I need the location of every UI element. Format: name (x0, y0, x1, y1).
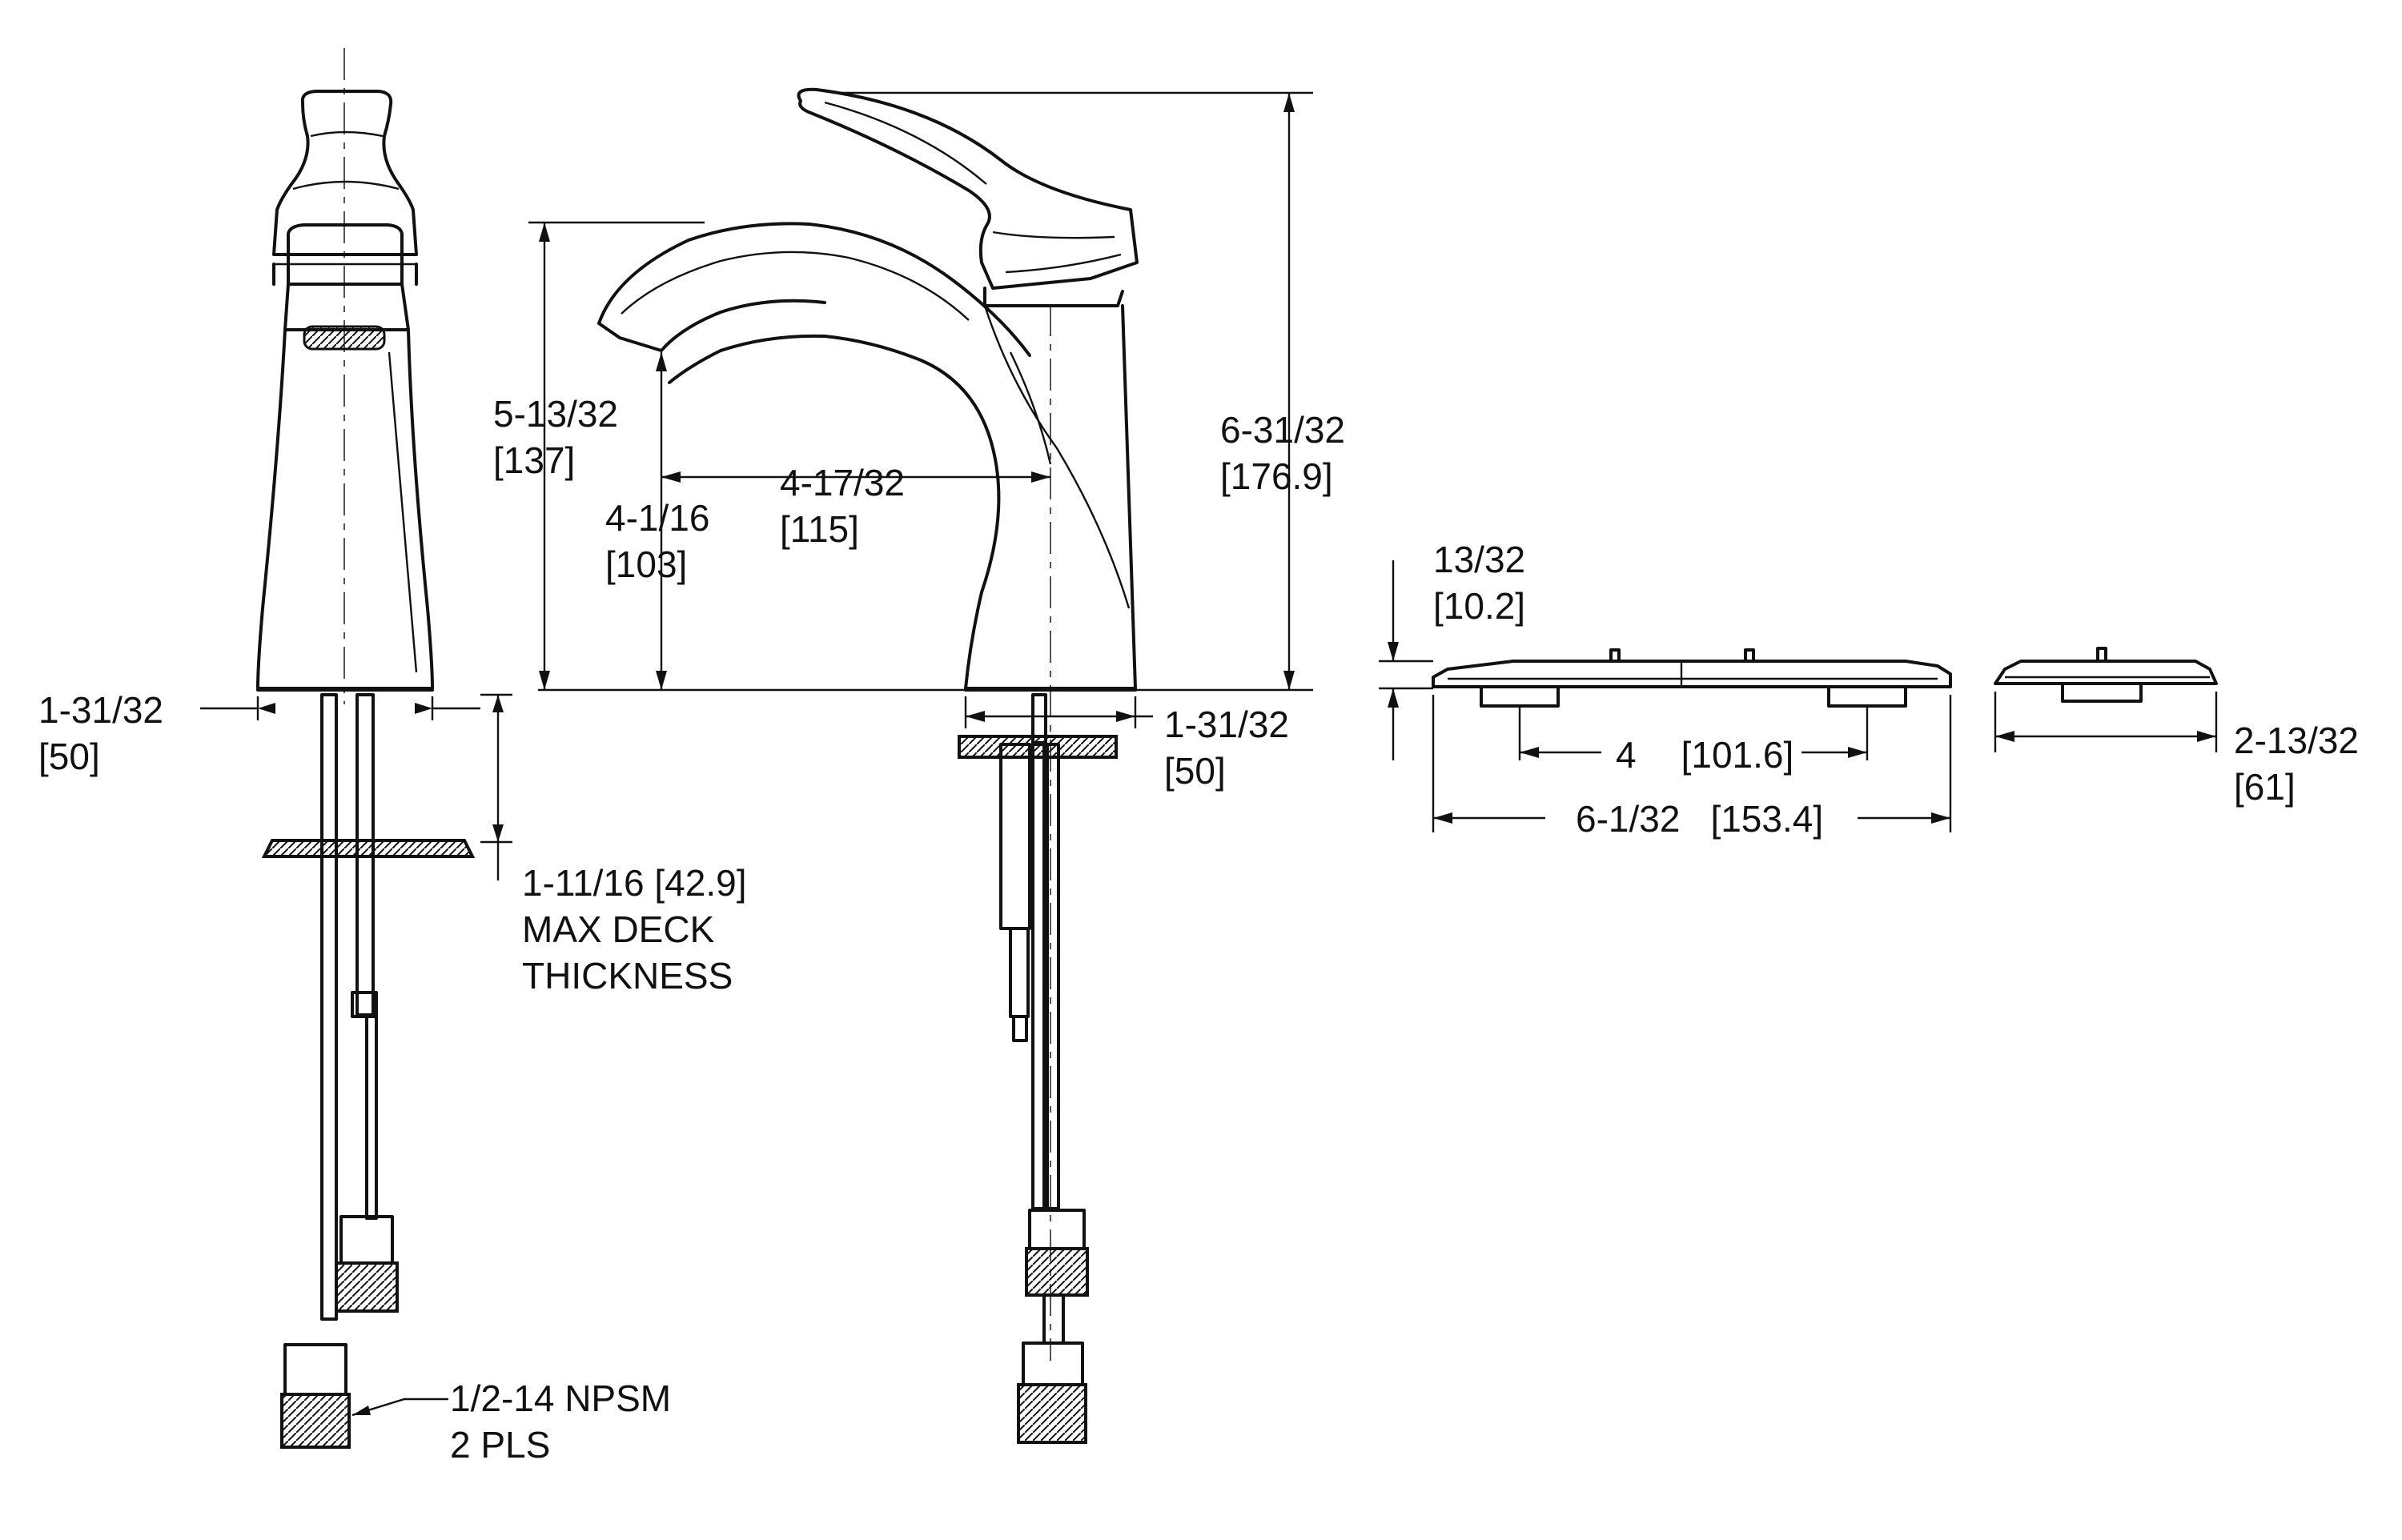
overall-height-label: 6-31/32 [176.9] (1220, 409, 1346, 497)
plate-length-label: 6-1/32[153.4] (1576, 798, 1824, 840)
plate-centers-label: 4[101.6] (1616, 734, 1794, 776)
spout-reach-label: 4-17/32 [115] (780, 462, 906, 550)
front-base-width-label: 1-31/32 [50] (38, 689, 164, 777)
side-dimension-lines (528, 91, 1313, 728)
deck-plate-dimension-lines (1379, 560, 2218, 832)
spout-height-label: 5-13/32 [137] (493, 393, 619, 481)
front-dimension-lines (200, 693, 512, 1417)
plate-width-label: 2-13/32 [61] (2234, 720, 2360, 808)
deck-plate-side-view (1432, 648, 1952, 708)
aerator-height-label: 4-1/16 [103] (605, 497, 710, 585)
deck-thickness-label: 1-11/16 [42.9] MAX DECK THICKNESS (522, 862, 747, 997)
connection-label: 1/2-14 NPSM 2 PLS (450, 1378, 672, 1466)
front-view-faucet (256, 48, 476, 1449)
side-base-width-label: 1-31/32 [50] (1164, 704, 1290, 792)
deck-plate-end-view (1994, 647, 2218, 703)
plate-height-label: 13/32 [10.2] (1433, 539, 1526, 627)
side-view-faucet (597, 87, 1139, 1444)
